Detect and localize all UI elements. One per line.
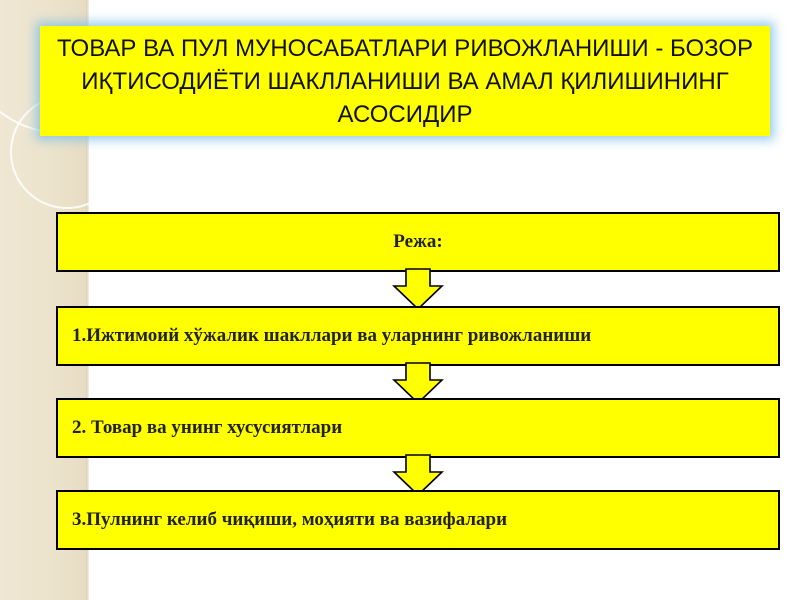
down-arrow-icon — [392, 268, 444, 310]
plan-item-1: 1.Ижтимоий хўжалик шакллари ва уларнинг … — [72, 325, 592, 346]
side-band-edge — [86, 0, 89, 600]
down-arrow-icon — [392, 362, 444, 404]
plan-item-3-box: 3.Пулнинг келиб чиқиши, моҳияти ва вазиф… — [56, 490, 780, 550]
plan-item-1-box: 1.Ижтимоий хўжалик шакллари ва уларнинг … — [56, 306, 780, 366]
plan-heading: Режа: — [393, 231, 443, 252]
plan-item-3: 3.Пулнинг келиб чиқиши, моҳияти ва вазиф… — [72, 509, 508, 530]
slide-title: ТОВАР ВА ПУЛ МУНОСАБАТЛАРИ РИВОЖЛАНИШИ -… — [56, 34, 754, 128]
plan-heading-box: Режа: — [56, 212, 780, 272]
plan-item-2: 2. Товар ва унинг хусусиятлари — [72, 417, 343, 438]
plan-item-2-box: 2. Товар ва унинг хусусиятлари — [56, 398, 780, 458]
down-arrow-icon — [392, 454, 444, 496]
title-box: ТОВАР ВА ПУЛ МУНОСАБАТЛАРИ РИВОЖЛАНИШИ -… — [40, 26, 770, 136]
